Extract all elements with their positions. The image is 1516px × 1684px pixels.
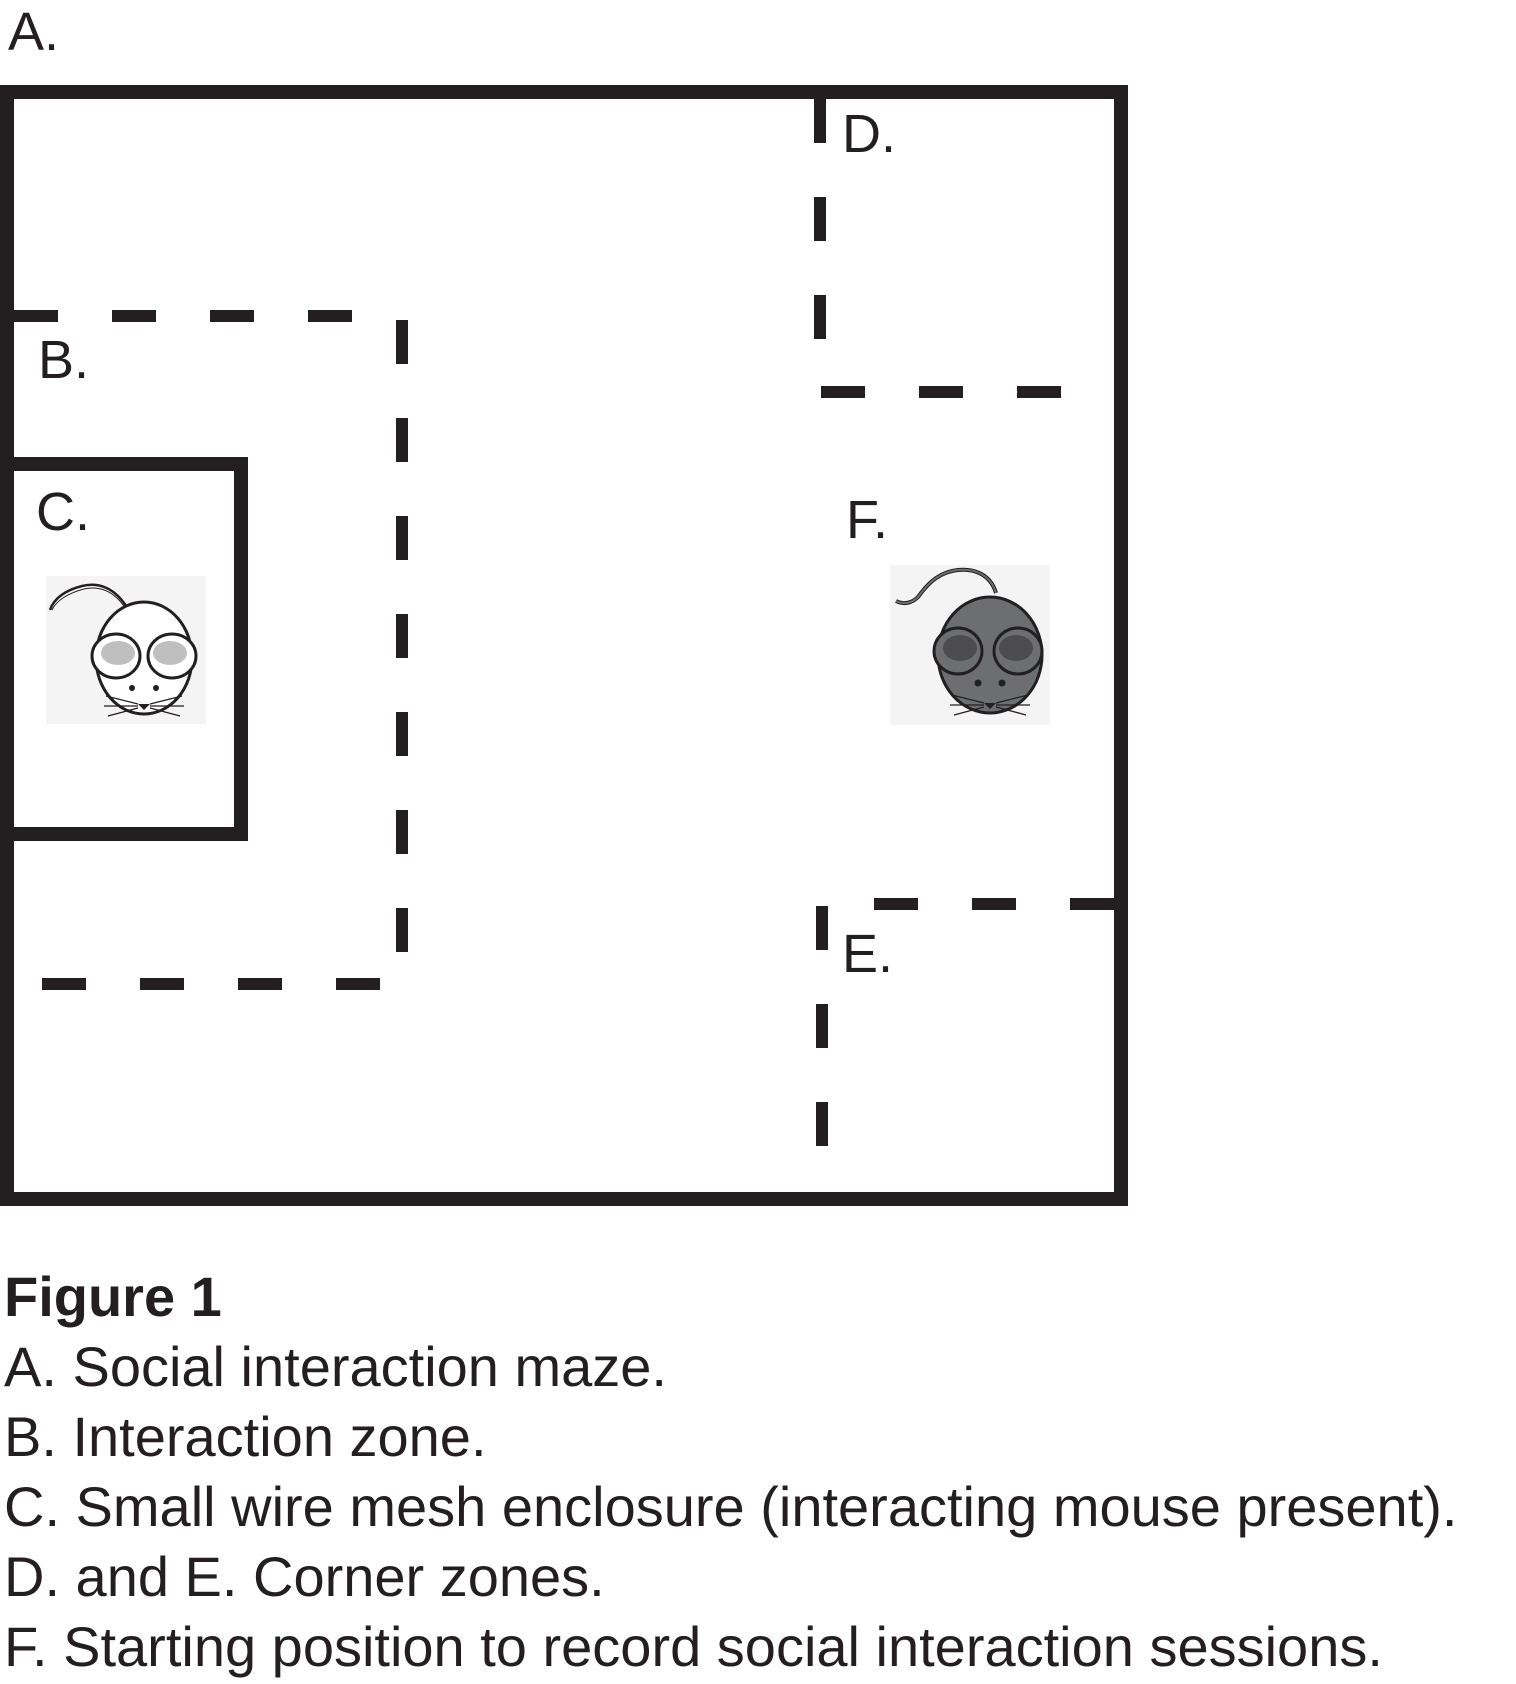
caption-line-f: F. Starting position to record social in…: [4, 1615, 1383, 1678]
white-mouse-icon: [46, 576, 206, 724]
wire-mesh-enclosure: [14, 457, 248, 841]
zone-label-b: B.: [38, 330, 89, 390]
caption-line-b: B. Interaction zone.: [4, 1405, 487, 1468]
zone-label-c: C.: [36, 482, 90, 542]
maze-outer-wall: [0, 85, 1128, 1206]
caption-line-a: A. Social interaction maze.: [4, 1335, 667, 1398]
interaction-zone-boundary: [14, 310, 408, 990]
zone-label-f: F.: [846, 490, 888, 550]
caption-line-c: C. Small wire mesh enclosure (interactin…: [4, 1475, 1458, 1538]
social-interaction-maze-diagram: A. B. C. D. E. F.: [0, 2, 1128, 1206]
gray-mouse-icon: [890, 565, 1050, 725]
panel-label-a: A.: [8, 2, 59, 62]
caption-line-de: D. and E. Corner zones.: [4, 1545, 605, 1608]
figure-caption: Figure 1 A. Social interaction maze. B. …: [4, 1262, 1512, 1682]
zone-label-d: D.: [842, 104, 896, 164]
zone-label-e: E.: [842, 924, 893, 984]
caption-title: Figure 1: [4, 1265, 222, 1328]
